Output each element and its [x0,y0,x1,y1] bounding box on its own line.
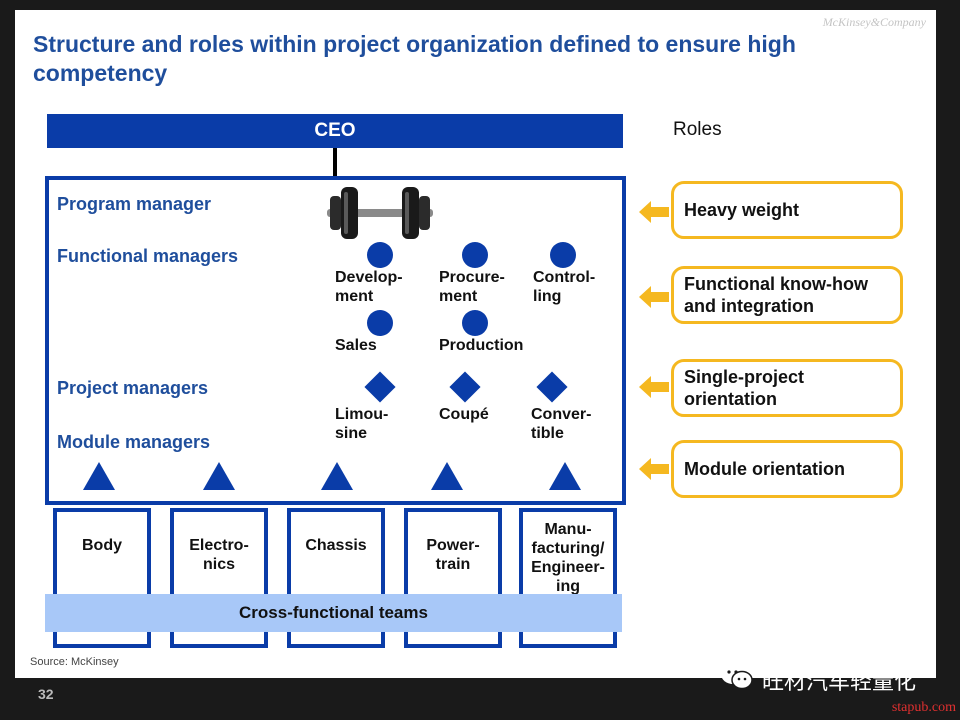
role-functional-know-how: Functional know-how and integration [671,266,903,324]
module-arrow [321,462,353,490]
role-label: Functional know-how and integration [684,274,868,316]
role-label: Heavy weight [684,200,800,220]
brand-mark: McKinsey&Company [822,15,926,29]
level-functional-managers: Functional managers [57,246,239,266]
ceo-bar: CEO [47,114,623,148]
wechat-icon [721,664,753,690]
role-arrow-icon [639,201,669,223]
role-label: Single-project orientation [684,367,805,409]
module-function-label: Electro- nics [189,537,249,573]
functional-node-label: Sales [335,337,377,354]
level-module-managers: Module managers [57,432,211,452]
module-function-manufacturing: Manu- facturing/ Engineer- ing [519,508,617,648]
functional-node-marker [462,242,488,268]
role-arrow-icon [639,376,669,398]
project-node-label: Conver- tible [531,406,592,442]
watermark-text: 旺材汽车轻量化 [762,669,917,694]
module-arrow [203,462,235,490]
project-node-label: Limou- sine [335,406,389,442]
functional-node-marker [550,242,576,268]
role-arrow-icon [639,286,669,308]
module-arrow [549,462,581,490]
module-function-label: Chassis [305,537,367,554]
functional-node-label: Develop- ment [335,269,403,305]
module-function-label: Manu- facturing/ Engineer- ing [531,521,605,595]
role-arrow-icon [639,458,669,480]
functional-node-marker [462,310,488,336]
role-single-project-orientation: Single-project orientation [671,359,903,417]
project-organization-box [45,176,626,505]
functional-node-label: Production [439,337,524,354]
site-credit: stapub.com [891,700,956,715]
slide: McKinsey&Company Structure and roles wit… [15,10,936,678]
role-module-orientation: Module orientation [671,440,903,498]
role-heavy-weight: Heavy weight [671,181,903,239]
role-label: Module orientation [684,459,845,479]
level-project-managers: Project managers [57,378,209,398]
ceo-connector [333,148,337,178]
module-function-label: Body [82,537,122,554]
module-arrow [431,462,463,490]
dumbbell-icon [327,187,433,239]
source-note: Source: McKinsey [30,656,119,668]
level-program-manager: Program manager [57,194,212,214]
page-number: 32 [38,686,54,702]
functional-node-marker [367,310,393,336]
functional-node-label: Procure- ment [439,269,505,305]
slide-title: Structure and roles within project organ… [33,31,796,86]
functional-node-marker [367,242,393,268]
module-function-label: Power- train [426,537,480,573]
roles-heading: Roles [673,119,722,140]
cross-functional-teams-bar: Cross-functional teams [45,594,622,632]
module-arrow [83,462,115,490]
functional-node-label: Control- ling [533,269,596,305]
project-node-label: Coupé [439,406,489,423]
